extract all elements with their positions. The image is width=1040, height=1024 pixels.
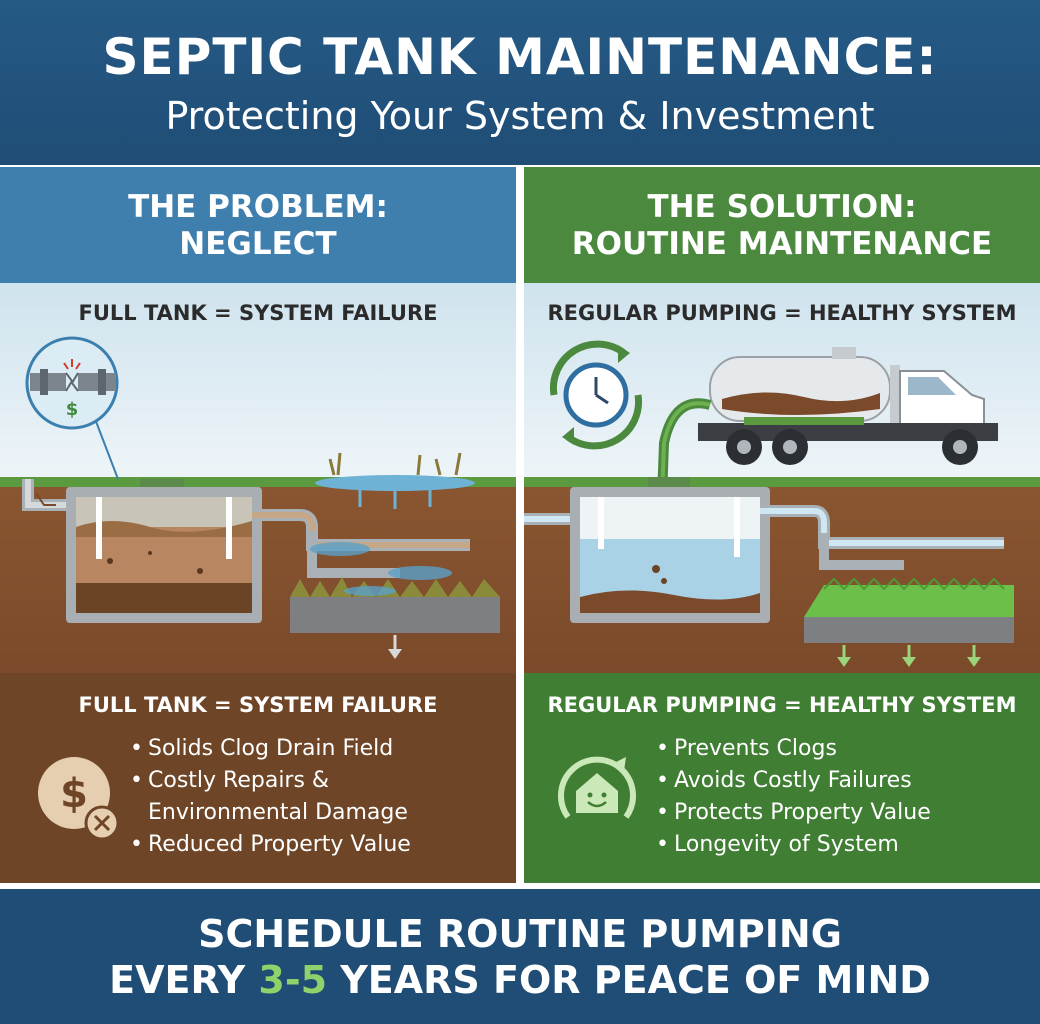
maintained-tank-illustration: [524, 283, 1040, 673]
list-item: Protects Property Value: [656, 797, 931, 829]
clock-cycle-icon: [549, 340, 643, 450]
broken-pipe-icon: $: [25, 336, 119, 480]
solution-bullet-list: Prevents Clogs Avoids Costly Failures Pr…: [656, 733, 931, 861]
pump-truck-icon: [655, 347, 998, 554]
problem-info: FULL TANK = SYSTEM FAILURE $ Solids Clog…: [0, 673, 516, 883]
problem-bullet-list: Solids Clog Drain Field Costly Repairs &…: [130, 733, 411, 861]
call-to-action-footer: SCHEDULE ROUTINE PUMPING EVERY 3-5 YEARS…: [0, 889, 1040, 1024]
pipe-icon-dollar: $: [66, 399, 79, 420]
list-item: Solids Clog Drain Field: [130, 733, 411, 765]
problem-heading-line1: THE PROBLEM:: [128, 189, 388, 225]
page-subtitle: Protecting Your System & Investment: [165, 94, 875, 138]
happy-house-icon: [558, 756, 636, 819]
solution-scene-caption: REGULAR PUMPING = HEALTHY SYSTEM: [547, 301, 1017, 325]
neglected-tank-illustration: $: [0, 283, 516, 673]
maintained-tank-scene: REGULAR PUMPING = HEALTHY SYSTEM: [524, 283, 1040, 673]
neglected-tank-scene: $: [0, 283, 516, 673]
solution-info: REGULAR PUMPING = HEALTHY SYSTEM Prevent…: [524, 673, 1040, 883]
problem-scene-caption: FULL TANK = SYSTEM FAILURE: [78, 301, 438, 325]
panel-divider: [516, 167, 524, 883]
footer-line2-before: EVERY: [109, 958, 259, 1002]
footer-line2-after: YEARS FOR PEACE OF MIND: [327, 958, 931, 1002]
page-header: SEPTIC TANK MAINTENANCE: Protecting Your…: [0, 0, 1040, 165]
problem-info-title: FULL TANK = SYSTEM FAILURE: [78, 693, 438, 717]
solution-info-title: REGULAR PUMPING = HEALTHY SYSTEM: [547, 693, 1017, 717]
money-cancel-icon: $: [38, 757, 120, 841]
problem-heading: THE PROBLEM: NEGLECT: [0, 167, 516, 283]
problem-panel: THE PROBLEM: NEGLECT: [0, 167, 516, 883]
solution-heading: THE SOLUTION: ROUTINE MAINTENANCE: [524, 167, 1040, 283]
footer-line2: EVERY 3-5 YEARS FOR PEACE OF MIND: [0, 957, 1040, 1003]
solution-panel: THE SOLUTION: ROUTINE MAINTENANCE: [524, 167, 1040, 883]
list-item: Prevents Clogs: [656, 733, 931, 765]
list-item: Costly Repairs &: [130, 765, 411, 797]
page-title: SEPTIC TANK MAINTENANCE:: [102, 28, 938, 86]
list-item: Longevity of System: [656, 829, 931, 861]
list-item: Avoids Costly Failures: [656, 765, 931, 797]
list-item-continuation: Environmental Damage: [148, 800, 408, 825]
problem-heading-line2: NEGLECT: [179, 226, 337, 262]
solution-heading-line2: ROUTINE MAINTENANCE: [571, 226, 993, 262]
footer-interval-highlight: 3-5: [258, 958, 328, 1002]
solution-heading-line1: THE SOLUTION:: [647, 189, 917, 225]
badge-dollar: $: [60, 771, 88, 817]
footer-line1: SCHEDULE ROUTINE PUMPING: [198, 912, 842, 956]
list-item: Reduced Property Value: [130, 829, 411, 861]
